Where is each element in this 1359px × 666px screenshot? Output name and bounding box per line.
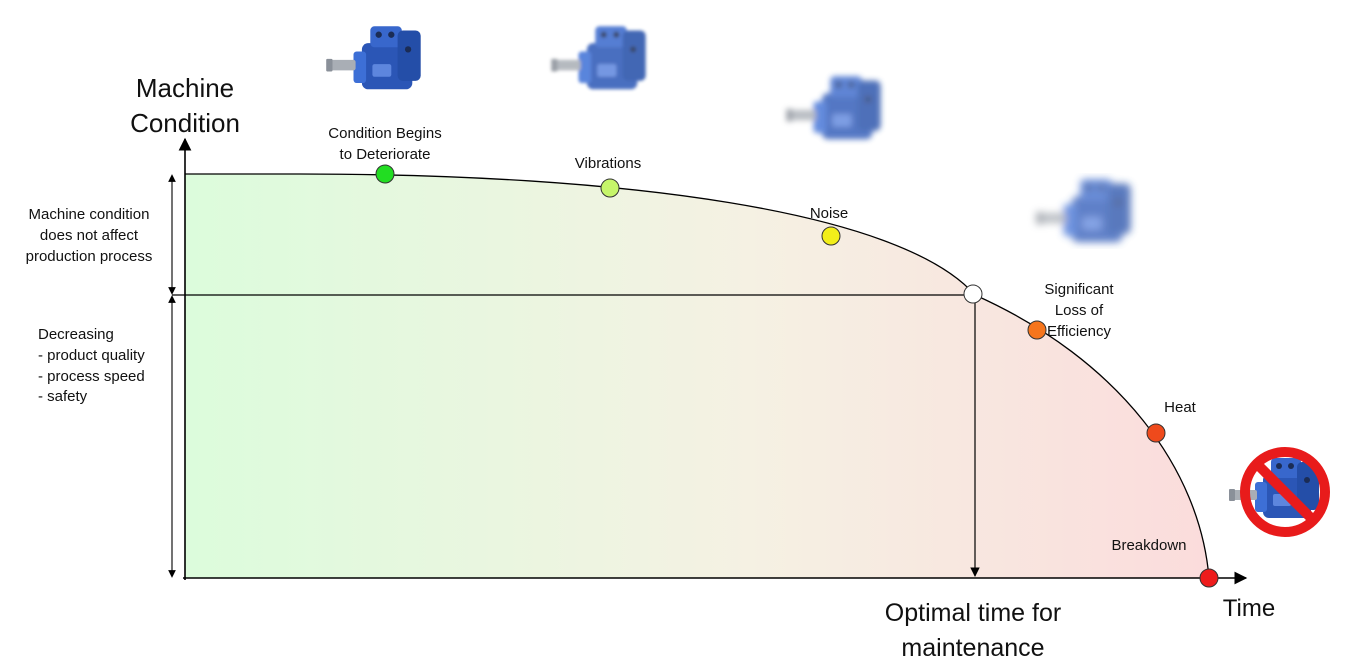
stage-marker-deteriorate	[375, 164, 395, 184]
lower-note-line3: - process speed	[38, 368, 145, 385]
stage-label-breakdown: Breakdown	[1111, 537, 1186, 554]
stage-label-efficiency-line3: Efficiency	[1047, 323, 1111, 340]
hydraulic-pump-heavily-blurred-icon	[1036, 179, 1131, 243]
lower-note-line1: Decreasing	[38, 326, 114, 343]
stage-label-vibrations: Vibrations	[575, 155, 641, 172]
lower-note-line4: - safety	[38, 388, 88, 405]
y-axis-title-line1: Machine	[136, 73, 234, 103]
stage-label-efficiency-line2: Loss of	[1055, 302, 1104, 319]
prohibited-sign-icon	[1240, 447, 1330, 537]
hydraulic-pump-more-blurred-icon	[786, 76, 881, 140]
condition-area	[185, 174, 1209, 578]
hydraulic-pump-prohibited-icon	[1229, 447, 1330, 537]
optimal-label-line2: maintenance	[901, 634, 1044, 662]
lower-note-line2: - product quality	[38, 347, 145, 364]
stage-label-heat: Heat	[1164, 399, 1197, 416]
upper-note-line3: production process	[26, 248, 153, 265]
upper-note-line2: does not affect	[40, 227, 139, 244]
stage-label-efficiency-line1: Significant	[1044, 281, 1114, 298]
condition-curve	[185, 173, 1210, 579]
stage-marker-heat	[1146, 423, 1166, 443]
stage-label-noise: Noise	[810, 205, 848, 222]
optimal-label-line1: Optimal time for	[885, 599, 1061, 627]
hydraulic-pump-icon	[326, 26, 421, 90]
upper-note-line1: Machine condition	[29, 206, 150, 223]
stage-marker-efficiency	[1027, 320, 1047, 340]
y-axis-title-line2: Condition	[130, 108, 240, 138]
stage-label-deteriorate-line2: to Deteriorate	[340, 146, 431, 163]
stage-marker-breakdown	[1199, 568, 1219, 588]
x-axis-title: Time	[1223, 595, 1275, 622]
stage-marker-noise	[821, 226, 841, 246]
prohibited-slash-icon	[1253, 460, 1317, 524]
stage-marker-optimal	[963, 284, 983, 304]
stage-label-deteriorate-line1: Condition Begins	[328, 125, 441, 142]
stage-marker-vibrations	[600, 178, 620, 198]
hydraulic-pump-blurred-icon	[551, 26, 646, 90]
